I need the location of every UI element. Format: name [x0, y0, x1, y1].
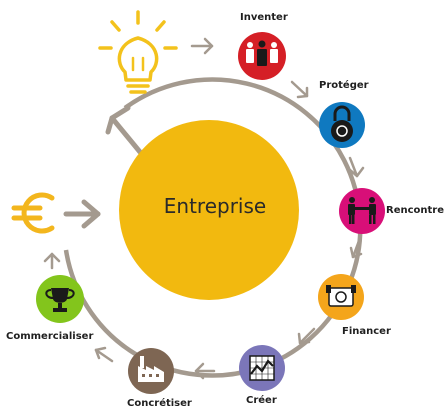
- center-label: Entreprise: [163, 194, 267, 218]
- handshake-icon: [348, 197, 376, 224]
- graph-icon: [249, 355, 275, 381]
- arrow-commercialiser-to-euro: [43, 252, 61, 270]
- money-icon: [326, 285, 356, 307]
- step-label-creer: Créer: [246, 395, 277, 406]
- trophy-icon: [45, 288, 75, 312]
- step-label-concretiser: Concrétiser: [127, 398, 192, 409]
- arrow-inventer-to-proteger: [290, 80, 309, 99]
- cycle-arrow-left: [63, 199, 101, 229]
- factory-icon: [138, 356, 164, 382]
- step-label-commercialiser: Commercialiser: [6, 331, 94, 342]
- step-label-rencontrer: Rencontre: [386, 205, 445, 216]
- arrow-concretiser-to-commercialiser: [94, 346, 114, 363]
- center-circle: [119, 120, 299, 300]
- step-arrows: [43, 37, 365, 380]
- lightbulb-icon: [98, 10, 178, 94]
- step-label-inventer: Inventer: [240, 12, 288, 23]
- padlock-icon: [331, 105, 353, 142]
- cycle-arrow-top: [105, 105, 143, 155]
- step-label-financer: Financer: [342, 326, 391, 337]
- arrow-idea-to-inventer: [190, 37, 214, 55]
- people-icon: [246, 40, 278, 66]
- arrow-rencontrer-to-financer: [349, 236, 363, 259]
- step-label-proteger: Protéger: [319, 80, 369, 91]
- arrow-financer-to-creer: [297, 327, 316, 345]
- arrow-proteger-to-rencontrer: [348, 156, 365, 178]
- euro-icon: [11, 192, 55, 234]
- arrow-creer-to-concretiser: [194, 362, 216, 380]
- step-circle-rencontrer: [339, 188, 385, 234]
